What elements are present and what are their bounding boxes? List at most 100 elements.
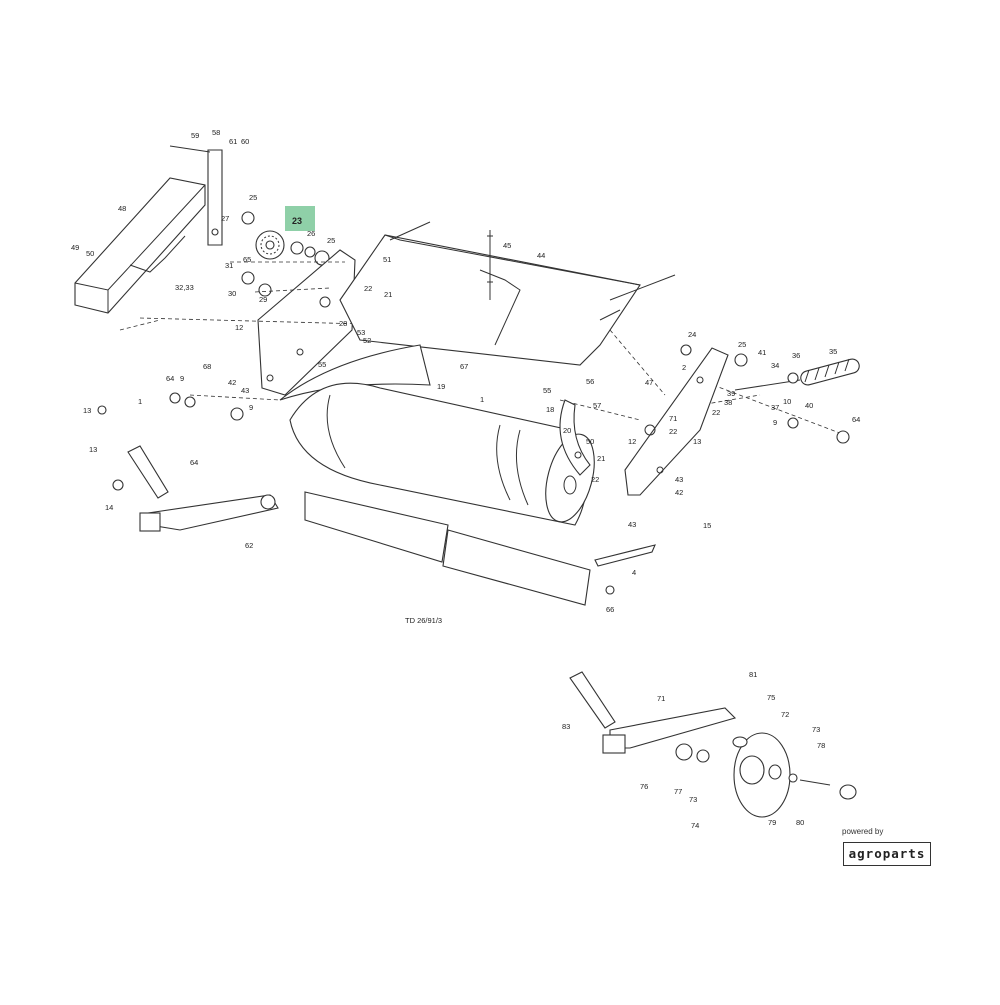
part-label[interactable]: 22 <box>591 475 599 484</box>
arm-62[interactable] <box>139 494 279 532</box>
part-label[interactable]: 73 <box>812 725 820 734</box>
sprocket-23[interactable] <box>255 230 285 260</box>
part-label[interactable]: 44 <box>537 251 545 260</box>
part-label[interactable]: 78 <box>817 741 825 750</box>
part-label[interactable]: 72 <box>781 710 789 719</box>
part-label[interactable]: 2 <box>682 363 686 372</box>
part-label[interactable]: 80 <box>796 818 804 827</box>
part-label[interactable]: 1 <box>138 397 142 406</box>
part-label[interactable]: 64 <box>166 374 174 383</box>
part-label[interactable]: 22 <box>364 284 372 293</box>
part-label[interactable]: 61 <box>229 137 237 146</box>
part-label[interactable]: 42 <box>228 378 236 387</box>
part-label[interactable]: 21 <box>597 454 605 463</box>
part-label[interactable]: 41 <box>758 348 766 357</box>
side-plate-right[interactable] <box>624 347 729 496</box>
part-label[interactable]: 64 <box>190 458 198 467</box>
lever-34[interactable] <box>734 372 801 391</box>
part-label[interactable]: 52 <box>363 336 371 345</box>
part-label[interactable]: 19 <box>437 382 445 391</box>
part-label[interactable]: 9 <box>773 418 777 427</box>
part-label[interactable]: 77 <box>674 787 682 796</box>
wheel-74[interactable] <box>732 732 791 818</box>
part-label[interactable]: 57 <box>593 401 601 410</box>
part-label[interactable]: 24 <box>688 330 696 339</box>
part-label[interactable]: 25 <box>249 193 257 202</box>
part-label[interactable]: 74 <box>691 821 699 830</box>
part-label[interactable]: 13 <box>693 437 701 446</box>
part-label[interactable]: 79 <box>768 818 776 827</box>
part-label[interactable]: 53 <box>357 328 365 337</box>
side-plate-left[interactable] <box>257 249 356 396</box>
part-label[interactable]: 27 <box>221 214 229 223</box>
part-label[interactable]: 55 <box>543 386 551 395</box>
part-label[interactable]: 66 <box>606 605 614 614</box>
part-label[interactable]: 51 <box>383 255 391 264</box>
part-label[interactable]: 12 <box>235 323 243 332</box>
part-label[interactable]: 36 <box>792 351 800 360</box>
part-label[interactable]: 83 <box>562 722 570 731</box>
part-label[interactable]: 30 <box>228 289 236 298</box>
part-label[interactable]: 71 <box>657 694 665 703</box>
part-label[interactable]: 29 <box>259 295 267 304</box>
part-label[interactable]: 50 <box>586 437 594 446</box>
part-label[interactable]: 25 <box>327 236 335 245</box>
part-label[interactable]: 22 <box>669 427 677 436</box>
part-label[interactable]: 71 <box>669 414 677 423</box>
handle-grip-35[interactable] <box>799 357 861 386</box>
part-label[interactable]: 76 <box>640 782 648 791</box>
part-label[interactable]: 4 <box>632 568 636 577</box>
part-label[interactable]: 47 <box>645 378 653 387</box>
part-label[interactable]: 81 <box>749 670 757 679</box>
bracket-58[interactable] <box>169 145 223 246</box>
part-label[interactable]: 56 <box>586 377 594 386</box>
part-label[interactable]: 35 <box>829 347 837 356</box>
part-label[interactable]: 68 <box>203 362 211 371</box>
part-label[interactable]: 25 <box>738 340 746 349</box>
part-label[interactable]: 28 <box>339 319 347 328</box>
part-label[interactable]: 60 <box>241 137 249 146</box>
part-label[interactable]: 45 <box>503 241 511 250</box>
part-label[interactable]: 43 <box>628 520 636 529</box>
part-label[interactable]: 14 <box>105 503 113 512</box>
part-label[interactable]: 15 <box>703 521 711 530</box>
part-label[interactable]: 75 <box>767 693 775 702</box>
scraper-blade[interactable] <box>304 491 656 606</box>
part-label[interactable]: 38 <box>724 398 732 407</box>
part-label[interactable]: 43 <box>241 386 249 395</box>
part-label[interactable]: 43 <box>675 475 683 484</box>
part-label[interactable]: 39 <box>727 389 735 398</box>
part-label[interactable]: 58 <box>212 128 220 137</box>
part-label[interactable]: 21 <box>384 290 392 299</box>
wheel-arm-71[interactable] <box>602 707 737 754</box>
part-label[interactable]: 32,33 <box>175 283 194 292</box>
part-label[interactable]: 20 <box>563 426 571 435</box>
part-label[interactable]: 48 <box>118 204 126 213</box>
part-label[interactable]: 34 <box>771 361 779 370</box>
part-label[interactable]: 59 <box>191 131 199 140</box>
highlight-label-23[interactable]: 23 <box>292 216 302 226</box>
part-label[interactable]: 73 <box>689 795 697 804</box>
part-label[interactable]: 13 <box>83 406 91 415</box>
part-label[interactable]: 13 <box>89 445 97 454</box>
bracket-83[interactable] <box>569 671 616 729</box>
part-label[interactable]: 37 <box>771 403 779 412</box>
part-label[interactable]: 31 <box>225 261 233 270</box>
part-label[interactable]: 9 <box>180 374 184 383</box>
part-label[interactable]: 1 <box>480 395 484 404</box>
part-label[interactable]: 42 <box>675 488 683 497</box>
part-label[interactable]: 49 <box>71 243 79 252</box>
part-label[interactable]: 18 <box>546 405 554 414</box>
part-label[interactable]: 67 <box>460 362 468 371</box>
part-label[interactable]: 50 <box>86 249 94 258</box>
part-label[interactable]: 62 <box>245 541 253 550</box>
part-label[interactable]: 10 <box>783 397 791 406</box>
part-label[interactable]: 65 <box>243 255 251 264</box>
part-label[interactable]: 9 <box>249 403 253 412</box>
part-label[interactable]: 12 <box>628 437 636 446</box>
part-label[interactable]: 64 <box>852 415 860 424</box>
bracket-64[interactable] <box>127 445 169 499</box>
bracket-18[interactable] <box>559 399 591 476</box>
part-label[interactable]: 22 <box>712 408 720 417</box>
part-label[interactable]: 26 <box>307 229 315 238</box>
